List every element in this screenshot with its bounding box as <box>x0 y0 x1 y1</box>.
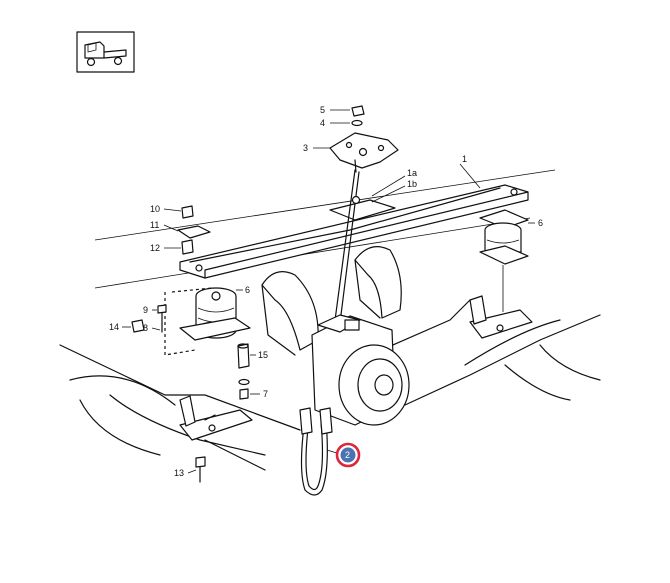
nut-14[interactable] <box>131 319 145 333</box>
bracket-plate[interactable] <box>329 132 399 173</box>
callout-1a: 1a <box>407 168 417 178</box>
callout-1: 1 <box>462 154 467 164</box>
callout-7: 7 <box>263 389 268 399</box>
brake-chamber[interactable] <box>311 314 410 426</box>
bolt-7[interactable] <box>239 388 249 400</box>
rubber-spring-left[interactable] <box>179 287 251 341</box>
callout-8: 8 <box>143 323 148 333</box>
callout-2-highlight[interactable]: 2 <box>335 442 361 468</box>
bolt-9[interactable] <box>157 304 167 329</box>
chassis-outline <box>59 169 601 471</box>
callout-2: 2 <box>345 450 350 460</box>
callout-12: 12 <box>150 243 160 253</box>
dashed-guide-top <box>171 287 213 293</box>
leader-lines <box>122 109 535 474</box>
lower-bracket-left[interactable] <box>179 395 253 441</box>
lower-bracket-right[interactable] <box>469 265 533 339</box>
callout-14: 14 <box>109 322 119 332</box>
callout-6-right: 6 <box>538 218 543 228</box>
bushing[interactable] <box>181 239 194 255</box>
callout-11: 11 <box>150 220 159 230</box>
bolt-13[interactable] <box>195 456 206 483</box>
callout-1b: 1b <box>407 179 417 189</box>
callout-13: 13 <box>174 468 184 478</box>
callout-10: 10 <box>150 204 160 214</box>
callout-4: 4 <box>320 118 325 128</box>
callout-5: 5 <box>320 105 325 115</box>
hanger-bracket[interactable] <box>261 246 402 356</box>
truck-icon[interactable] <box>76 31 135 73</box>
plate-spacer[interactable] <box>177 225 211 239</box>
washer-small[interactable] <box>238 378 250 386</box>
callout-3: 3 <box>303 143 308 153</box>
bolt-head[interactable] <box>181 205 194 219</box>
callout-15: 15 <box>258 350 268 360</box>
nut[interactable] <box>351 105 365 117</box>
callout-6-left: 6 <box>245 285 250 295</box>
washer[interactable] <box>351 119 363 127</box>
rubber-spring-right[interactable] <box>479 209 529 265</box>
bushing-15[interactable] <box>237 343 250 369</box>
dashed-guide-left <box>164 292 196 356</box>
air-hose[interactable] <box>299 407 333 496</box>
callout-9: 9 <box>143 305 148 315</box>
